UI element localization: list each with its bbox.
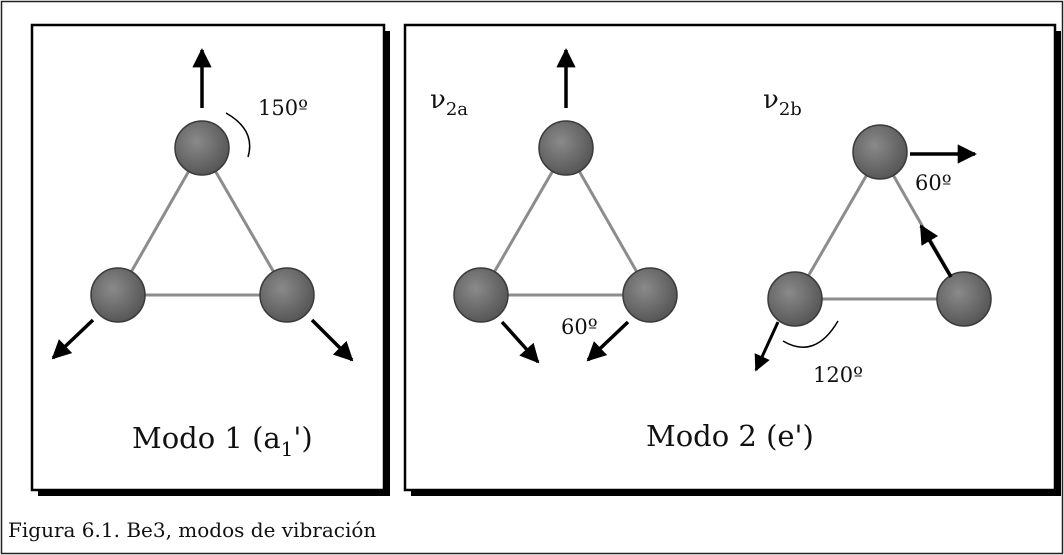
panel-2-box: [403, 23, 1057, 492]
panel-mode-2: ν2a 60º ν2b 60º 12: [403, 23, 1061, 496]
displacement-arrow: [500, 320, 540, 364]
molecule-mode-2b: [767, 124, 992, 327]
atom: [90, 267, 146, 323]
atom: [174, 120, 230, 176]
mode-1-title: Modo 1 (a1'): [132, 421, 313, 461]
figure-caption: Figura 6.1. Be3, modos de vibración: [8, 518, 377, 542]
displacement-arrow: [919, 224, 953, 278]
angle-label-60-2a: 60º: [561, 315, 598, 339]
displacement-arrow: [51, 318, 95, 360]
angle-arc: [782, 320, 839, 348]
displacement-arrow: [586, 320, 630, 362]
angle-label-120: 120º: [813, 363, 863, 387]
angle-label-60-2b: 60º: [915, 171, 952, 195]
displacement-arrow: [754, 321, 780, 372]
atom: [259, 267, 315, 323]
atom: [936, 271, 992, 327]
mode-2a-label: ν2a: [430, 85, 468, 120]
bond: [564, 147, 652, 296]
angle-arc: [225, 112, 251, 158]
atom: [767, 271, 823, 327]
molecule-mode-2a: [453, 120, 678, 323]
mode-2b-label: ν2b: [763, 85, 802, 120]
molecule-mode-1: [90, 120, 315, 323]
angle-label-150: 150º: [258, 96, 308, 120]
atom: [622, 267, 678, 323]
panel-1-box: [30, 23, 386, 492]
atom: [538, 120, 594, 176]
bond: [479, 147, 568, 296]
panel-mode-1: 150º Modo 1 (a1'): [30, 23, 390, 496]
displacement-arrow: [310, 318, 354, 362]
atom: [453, 267, 509, 323]
bond: [116, 147, 204, 296]
atom: [852, 124, 908, 180]
bond: [200, 147, 289, 296]
mode-2-title: Modo 2 (e'): [646, 419, 814, 453]
bond: [793, 151, 882, 300]
